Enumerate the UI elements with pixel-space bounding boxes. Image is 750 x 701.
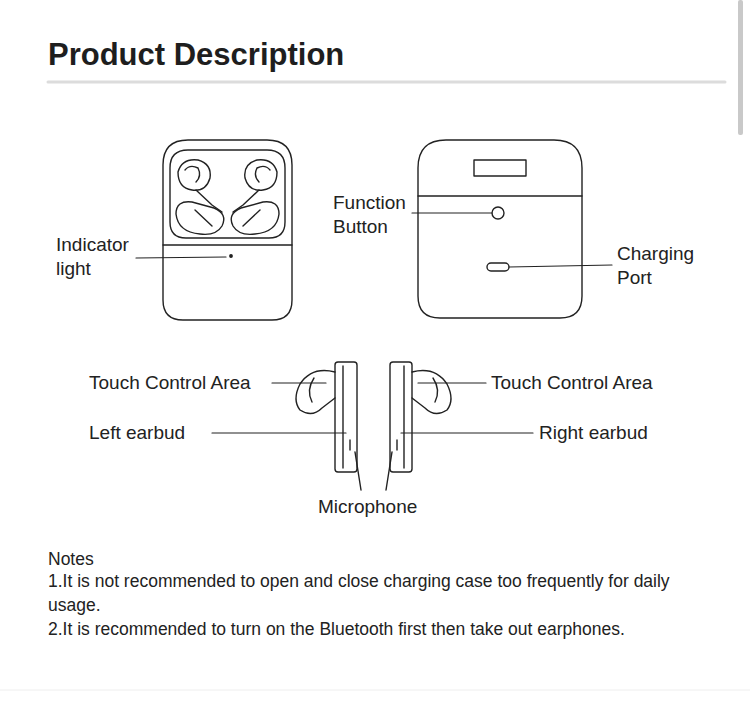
- label-slot: Function Button: [333, 191, 423, 239]
- label-slot: Charging Port: [617, 242, 712, 290]
- note-text: 2.It is recommended to turn on the Bluet…: [48, 617, 738, 641]
- part-label: Function Button: [333, 191, 423, 239]
- label-slot: 1.It is not recommended to open and clos…: [48, 569, 698, 617]
- open-case: [163, 140, 292, 320]
- label-slot: Left earbud: [89, 421, 185, 445]
- page-title: Product Description: [48, 36, 344, 75]
- part-label: Microphone: [318, 495, 417, 519]
- label-slot: 2.It is recommended to turn on the Bluet…: [48, 617, 738, 641]
- left-earbud-figure: [296, 362, 361, 490]
- heading-rule: [48, 81, 725, 84]
- title-slot: Product Description: [48, 36, 344, 75]
- part-label: Touch Control Area: [89, 371, 251, 395]
- label-slot: Microphone: [318, 495, 417, 519]
- label-slot: Touch Control Area: [89, 371, 251, 395]
- label-slot: Right earbud: [539, 421, 648, 445]
- note-text: 1.It is not recommended to open and clos…: [48, 569, 698, 617]
- label-slot: Touch Control Area: [491, 371, 653, 395]
- closed-case: [418, 140, 582, 318]
- leader-lines: [136, 213, 612, 433]
- part-label: Charging Port: [617, 242, 712, 290]
- part-label: Left earbud: [89, 421, 185, 445]
- notes-heading: Notes: [48, 547, 94, 571]
- part-label: Indicator light: [56, 233, 146, 281]
- label-slot: Indicator light: [56, 233, 146, 281]
- part-label: Right earbud: [539, 421, 648, 445]
- page-edge: [0, 690, 750, 691]
- scrollbar: [738, 0, 743, 135]
- right-earbud-figure: [386, 362, 451, 490]
- part-label: Touch Control Area: [491, 371, 653, 395]
- label-slot: Notes: [48, 547, 94, 571]
